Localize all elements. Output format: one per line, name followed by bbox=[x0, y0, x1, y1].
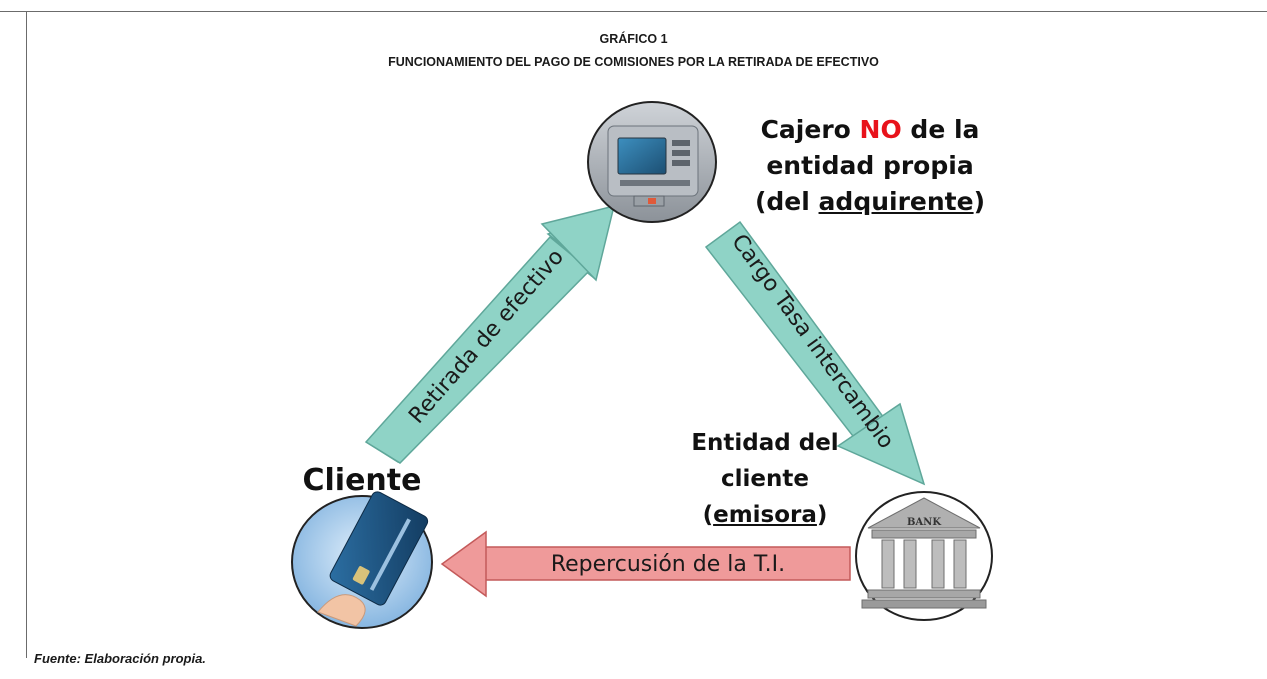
atm-label-pre: Cajero bbox=[760, 115, 860, 144]
atm-label-line2: entidad propia bbox=[766, 151, 974, 180]
withdrawal-label: Retirada de efectivo bbox=[404, 245, 569, 429]
atm-node bbox=[587, 101, 717, 223]
bank-label-open: ( bbox=[702, 502, 714, 528]
client-node bbox=[291, 491, 433, 629]
pass-through-label: Repercusión de la T.I. bbox=[551, 552, 785, 577]
atm-label-close: ) bbox=[973, 187, 986, 216]
bank-node: BANK bbox=[855, 491, 993, 621]
atm-label-post: de la bbox=[901, 115, 980, 144]
atm-label-open: (del bbox=[754, 187, 819, 216]
top-rule bbox=[0, 11, 1267, 12]
pass-through-arrow: Repercusión de la T.I. bbox=[440, 530, 851, 598]
bank-label: Entidad del cliente (emisora) bbox=[650, 425, 880, 533]
bank-label-line1: Entidad del bbox=[691, 430, 839, 456]
left-rule bbox=[26, 11, 27, 658]
bank-label-line2: cliente bbox=[721, 466, 809, 492]
client-label: Cliente bbox=[302, 463, 422, 498]
bank-label-close: ) bbox=[816, 502, 828, 528]
atm-label-underlined: adquirente bbox=[818, 187, 974, 216]
withdrawal-arrow: Retirada de efectivo bbox=[364, 204, 616, 464]
charge-label: Cargo Tasa intercambio bbox=[726, 230, 898, 454]
bank-sign: BANK bbox=[907, 517, 941, 528]
atm-icon bbox=[607, 125, 699, 207]
figure-number: GRÁFICO 1 bbox=[599, 32, 668, 46]
atm-label-highlight: NO bbox=[859, 115, 902, 144]
figure-title: FUNCIONAMIENTO DEL PAGO DE COMISIONES PO… bbox=[388, 55, 879, 69]
atm-label: Cajero NO de la entidad propia (del adqu… bbox=[740, 112, 1000, 220]
credit-card-icon bbox=[317, 491, 429, 627]
bank-label-underlined: emisora bbox=[713, 502, 817, 528]
bank-icon: BANK bbox=[861, 497, 987, 609]
figure-source: Fuente: Elaboración propia. bbox=[34, 651, 206, 666]
